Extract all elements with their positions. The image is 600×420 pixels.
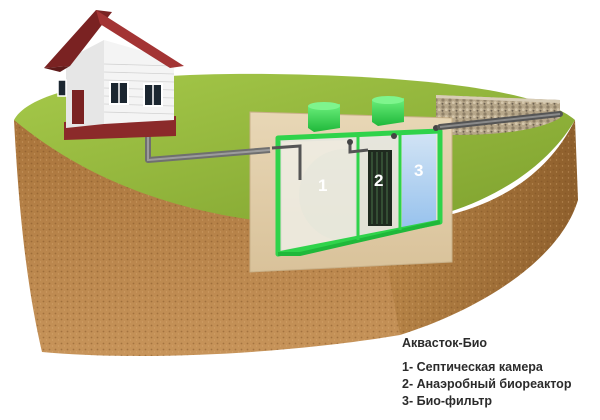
manhole-lid-1	[308, 102, 340, 132]
chamber-label-2: 2	[374, 171, 383, 190]
legend-item-bioreactor: 2- Анаэробный биореактор	[402, 377, 572, 391]
chamber-label-1: 1	[318, 176, 327, 195]
legend: Аквасток-Био 1- Септическая камера 2- Ан…	[402, 336, 598, 410]
septic-tank	[271, 96, 443, 257]
legend-item-biofilter: 3- Био-фильтр	[402, 394, 492, 408]
legend-item-septic-chamber: 1- Септическая камера	[402, 360, 543, 374]
house-door	[72, 90, 84, 124]
bioreactor-media	[368, 150, 392, 226]
house-icon	[44, 10, 184, 140]
diagram-title: Аквасток-Био	[402, 336, 488, 350]
manhole-lid-2	[372, 96, 404, 126]
chamber-label-3: 3	[414, 161, 423, 180]
